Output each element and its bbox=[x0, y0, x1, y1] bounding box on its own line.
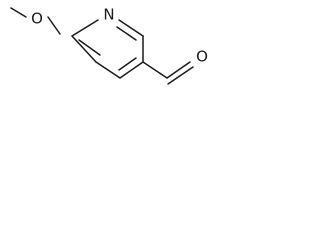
c3-carbonyl-bond bbox=[142, 61, 168, 79]
ring-bond-c6-n1 bbox=[71, 19, 99, 37]
ring-bond-n1-c2-inner bbox=[116, 26, 137, 41]
carbonyl-double-bond-b bbox=[167, 66, 194, 85]
methoxy-oxygen-label: O bbox=[31, 10, 43, 28]
ring-bond-c3-c4 bbox=[119, 61, 144, 79]
chemical-structure-diagram: O N O bbox=[10, 6, 208, 85]
oxygen-c6-bond bbox=[47, 16, 61, 35]
aldehyde-oxygen-label: O bbox=[196, 48, 208, 66]
ring-bond-n1-c2 bbox=[118, 19, 144, 37]
ring-nitrogen-label: N bbox=[103, 6, 114, 24]
ring-bond-c3-c4-inner bbox=[118, 57, 137, 71]
pyridine-ring bbox=[71, 19, 144, 79]
ring-bond-c4-c5 bbox=[95, 61, 121, 79]
methyl-oxygen-bond bbox=[10, 7, 27, 18]
carbonyl-double-bond-a bbox=[166, 61, 191, 79]
ring-bond-c5-c6 bbox=[71, 35, 97, 63]
ring-bond-c5-c6-inner bbox=[78, 39, 101, 56]
